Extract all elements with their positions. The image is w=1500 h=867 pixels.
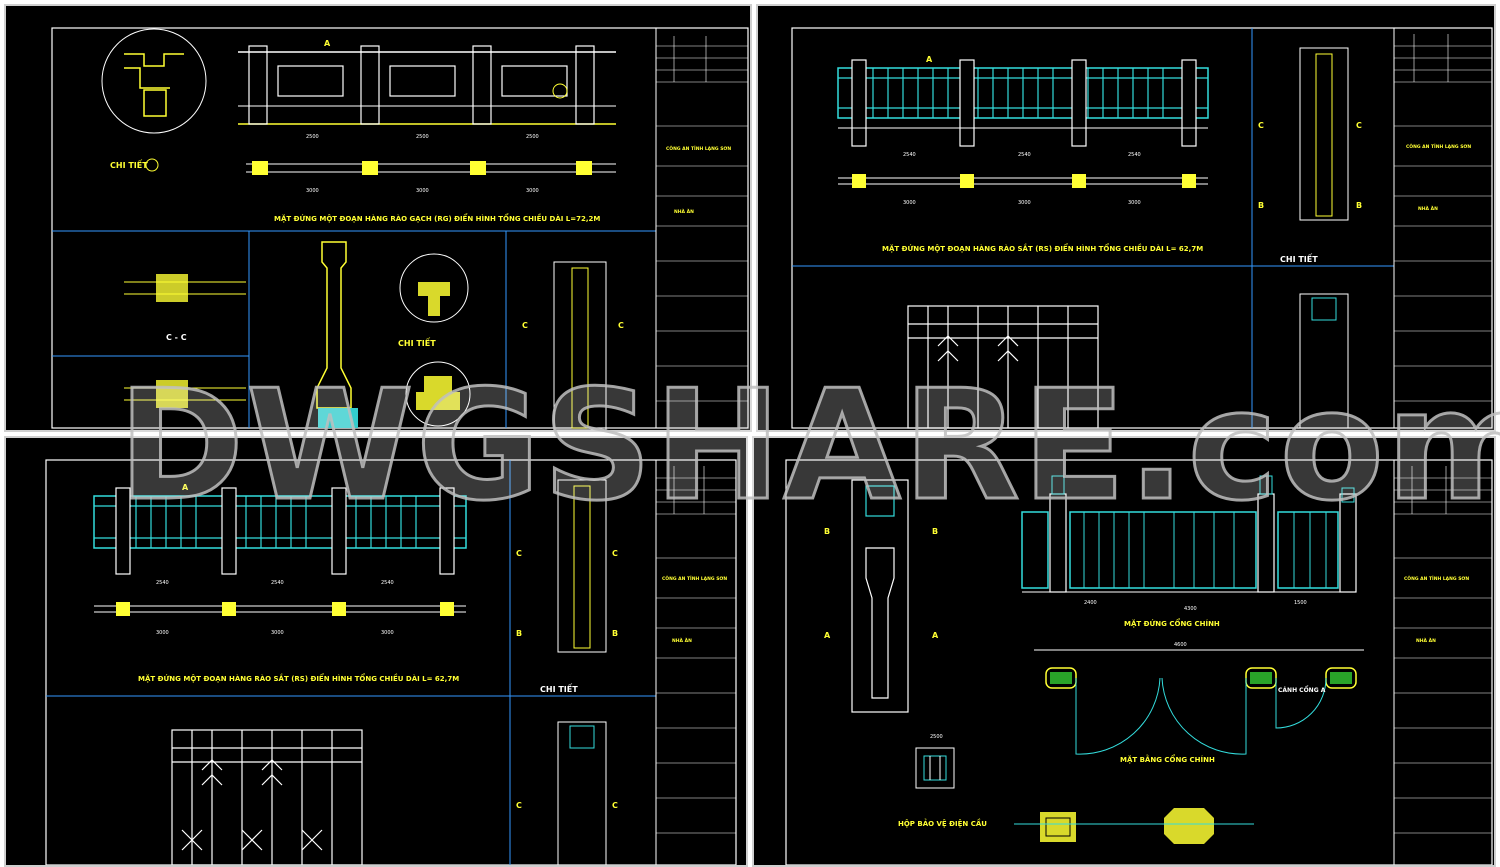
svg-text:3000: 3000 xyxy=(381,630,394,636)
section-label: C - C xyxy=(166,333,187,342)
marker-a: A xyxy=(182,483,189,492)
svg-text:3000: 3000 xyxy=(271,630,284,636)
svg-text:C: C xyxy=(612,801,618,810)
dim-1: 2500 xyxy=(306,134,319,140)
svg-text:2500: 2500 xyxy=(930,734,943,740)
svg-text:C: C xyxy=(1258,121,1264,130)
sheet-title: MẶT ĐỨNG MỘT ĐOẠN HÀNG RÀO SẮT (RS) ĐIỂN… xyxy=(138,673,459,683)
svg-text:B: B xyxy=(1356,201,1362,210)
iron-fence-drawing-2: CÔNG AN TỈNH LẠNG SƠN NHÀ ĂN xyxy=(45,459,737,865)
iron-fence-plan: 3000 3000 3000 xyxy=(838,174,1208,206)
iron-module-detail xyxy=(171,729,363,865)
svg-text:B: B xyxy=(612,629,618,638)
title-block-client: CÔNG AN TỈNH LẠNG SƠN xyxy=(1406,142,1471,150)
svg-text:2540: 2540 xyxy=(1128,152,1141,158)
svg-text:2540: 2540 xyxy=(156,580,169,586)
svg-text:B: B xyxy=(824,527,830,536)
drawing-sheet-main-gate: CÔNG AN TỈNH LẠNG SƠN NHÀ ĂN B B A A xyxy=(752,436,1496,867)
svg-text:3000: 3000 xyxy=(1128,200,1141,206)
svg-text:2500: 2500 xyxy=(416,134,429,140)
svg-text:4600: 4600 xyxy=(1174,642,1187,648)
svg-text:C: C xyxy=(522,321,528,330)
title-block-project: NHÀ ĂN xyxy=(1416,637,1436,644)
svg-text:B: B xyxy=(932,527,938,536)
drawing-sheet-brick-fence: CÔNG AN TỈNH LẠNG SƠN NHÀ ĂN CHI TIẾT A xyxy=(4,4,752,432)
svg-text:3000: 3000 xyxy=(526,188,539,194)
svg-text:1500: 1500 xyxy=(1294,600,1307,606)
detail-label-2: CHI TIẾT xyxy=(398,336,436,348)
svg-text:C: C xyxy=(618,321,624,330)
main-gate-drawing: CÔNG AN TỈNH LẠNG SƠN NHÀ ĂN B B A A xyxy=(785,459,1493,865)
drawing-sheet-iron-fence-1: CÔNG AN TỈNH LẠNG SƠN NHÀ ĂN xyxy=(756,4,1496,432)
iron-fence-elevation: A 2540 2540 2540 xyxy=(93,483,467,586)
svg-text:3000: 3000 xyxy=(416,188,429,194)
iron-fence-plan: 3000 3000 3000 xyxy=(94,602,466,636)
title-block-client: CÔNG AN TỈNH LẠNG SƠN xyxy=(1404,574,1469,582)
drawing-sheet-iron-fence-2: CÔNG AN TỈNH LẠNG SƠN NHÀ ĂN xyxy=(4,436,748,867)
svg-text:2540: 2540 xyxy=(271,580,284,586)
detail-label: CHI TIẾT xyxy=(540,682,578,694)
brick-fence-plan: 3000 3000 3000 xyxy=(246,161,616,194)
gate-elevation-label: MẶT ĐỨNG CỔNG CHÍNH xyxy=(1124,618,1220,628)
svg-text:A: A xyxy=(824,631,831,640)
brick-fence-drawing: CÔNG AN TỈNH LẠNG SƠN NHÀ ĂN CHI TIẾT A xyxy=(51,27,749,430)
iron-fence-elevation: A 2540 2540 2540 xyxy=(837,55,1209,158)
detail-label: CHI TIẾT xyxy=(110,158,148,170)
column-detail xyxy=(1299,47,1349,221)
title-block-project: NHÀ ĂN xyxy=(674,208,694,215)
svg-text:2540: 2540 xyxy=(1018,152,1031,158)
gate-elevation: 2400 4300 1500 MẶT ĐỨNG CỔNG CHÍNH xyxy=(1021,475,1357,628)
svg-text:C: C xyxy=(516,801,522,810)
marker-a: A xyxy=(324,39,331,48)
brick-fence-elevation: A 2500 2500 2500 xyxy=(238,39,616,140)
iron-fence-drawing-1: CÔNG AN TỈNH LẠNG SƠN NHÀ ĂN xyxy=(791,27,1493,429)
gate-leaf-label: CÁNH CỔNG A xyxy=(1278,686,1326,694)
section-c-c: C - C xyxy=(124,274,246,408)
svg-text:B: B xyxy=(516,629,522,638)
svg-text:2400: 2400 xyxy=(1084,600,1097,606)
sheet-title: MẶT ĐỨNG MỘT ĐOẠN HÀNG RÀO SẮT (RS) ĐIỂN… xyxy=(882,243,1203,253)
gate-plan: 4600 CÁNH CỔNG A MẶT BẰNG CỔNG CHÍNH xyxy=(1034,642,1364,764)
svg-text:A: A xyxy=(932,631,939,640)
svg-text:C: C xyxy=(612,549,618,558)
post-profile xyxy=(316,241,352,409)
gate-plan-label: MẶT BẰNG CỔNG CHÍNH xyxy=(1120,754,1215,764)
title-block-project: NHÀ ĂN xyxy=(672,637,692,644)
title-block-client: CÔNG AN TỈNH LẠNG SƠN xyxy=(666,144,731,152)
gate-pillar-elevation xyxy=(851,479,909,713)
svg-text:2500: 2500 xyxy=(526,134,539,140)
pillar-plan-details xyxy=(1014,808,1254,844)
svg-text:3000: 3000 xyxy=(903,200,916,206)
column-detail xyxy=(553,261,607,430)
svg-text:3000: 3000 xyxy=(156,630,169,636)
meter-box-label: HỘP BẢO VỆ ĐIỆN CẦU xyxy=(898,818,987,828)
marker-a: A xyxy=(926,55,933,64)
svg-text:2540: 2540 xyxy=(903,152,916,158)
sheet-title: MẶT ĐỨNG MỘT ĐOẠN HÀNG RÀO GẠCH (RG) ĐIỂ… xyxy=(274,213,600,223)
svg-text:B: B xyxy=(1258,201,1264,210)
detail-label: CHI TIẾT xyxy=(1280,252,1318,264)
meter-box-detail xyxy=(915,747,955,789)
svg-text:4300: 4300 xyxy=(1184,606,1197,612)
svg-text:3000: 3000 xyxy=(306,188,319,194)
svg-text:2540: 2540 xyxy=(381,580,394,586)
svg-text:3000: 3000 xyxy=(1018,200,1031,206)
title-block-project: NHÀ ĂN xyxy=(1418,205,1438,212)
iron-module-detail xyxy=(907,305,1099,429)
svg-text:C: C xyxy=(1356,121,1362,130)
column-detail xyxy=(557,479,607,653)
svg-text:C: C xyxy=(516,549,522,558)
title-block-client: CÔNG AN TỈNH LẠNG SƠN xyxy=(662,574,727,582)
